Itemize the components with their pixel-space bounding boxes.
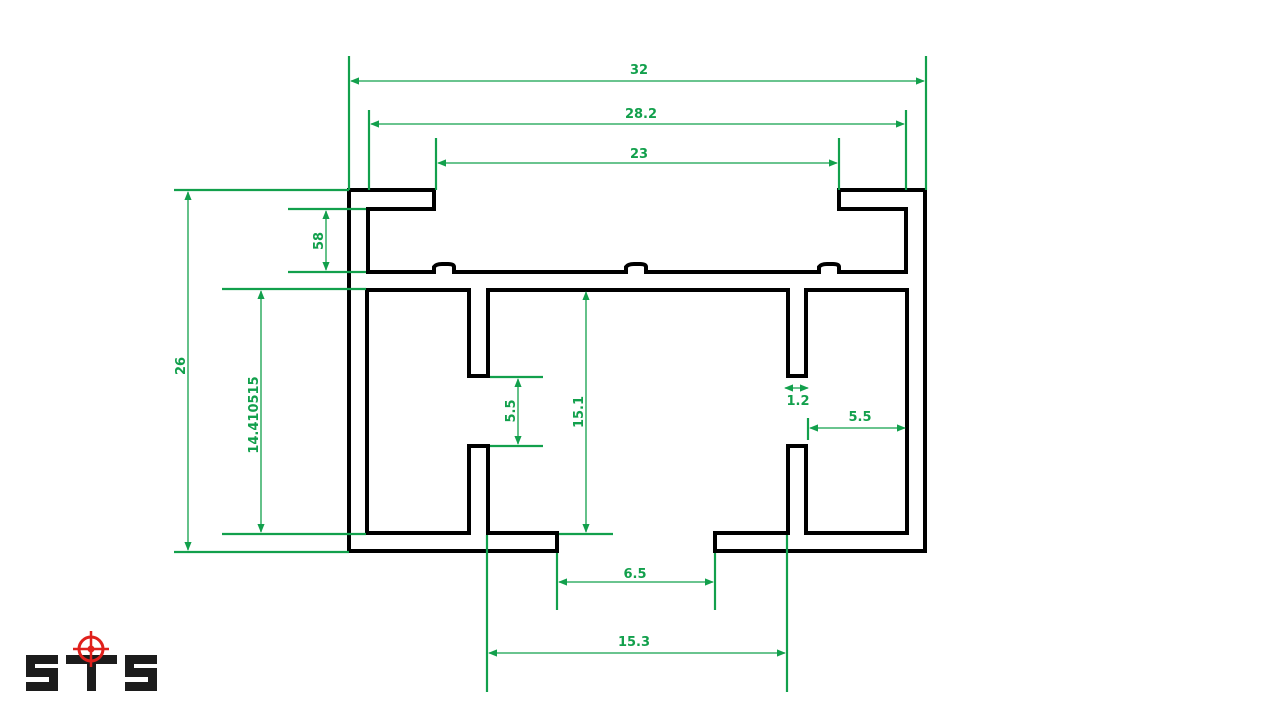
logo-letter-s — [125, 655, 157, 691]
dimension-label: 26 — [174, 357, 189, 375]
dimension-label: 32 — [630, 63, 648, 78]
dimension-total-height: 26 — [174, 188, 349, 554]
dimension-overall-width: 32 — [347, 56, 928, 190]
brand-logo — [26, 631, 157, 691]
crosshair-icon — [73, 631, 109, 667]
dimension-label: 23 — [630, 147, 648, 162]
dimension-label: 1.2 — [786, 394, 809, 409]
dimension-wall-thickness: 1.2 — [784, 384, 810, 409]
logo-letter-s — [26, 655, 58, 691]
dimension-right-cavity-width: 5.5 — [806, 410, 906, 440]
dimension-inner-width: 28.2 — [367, 107, 908, 190]
dimension-label: 15.3 — [618, 635, 650, 650]
profile-outer-contour — [347, 188, 927, 553]
dimension-label: 14.410515 — [247, 376, 262, 453]
aluminium-profile — [347, 188, 927, 553]
dimension-bottom-opening: 6.5 — [555, 553, 717, 610]
dimension-label: 5.5 — [848, 410, 871, 425]
dimension-label: 15.1 — [572, 396, 587, 428]
dimension-slot-opening: 5.5 — [490, 375, 543, 448]
dimension-top-opening: 23 — [434, 138, 841, 190]
dimension-bottom-span: 15.3 — [485, 535, 789, 692]
dimension-center-height: 15.1 — [559, 291, 613, 536]
dimension-label: 28.2 — [625, 107, 657, 122]
dimension-inner-height: 14.410515 — [222, 287, 366, 536]
dimension-label: 58 — [312, 232, 327, 250]
dimension-label: 5.5 — [504, 399, 519, 422]
dimension-label: 6.5 — [623, 567, 646, 582]
dimension-top-channel-height: 58 — [288, 207, 366, 274]
logo-letter-t — [66, 655, 117, 691]
